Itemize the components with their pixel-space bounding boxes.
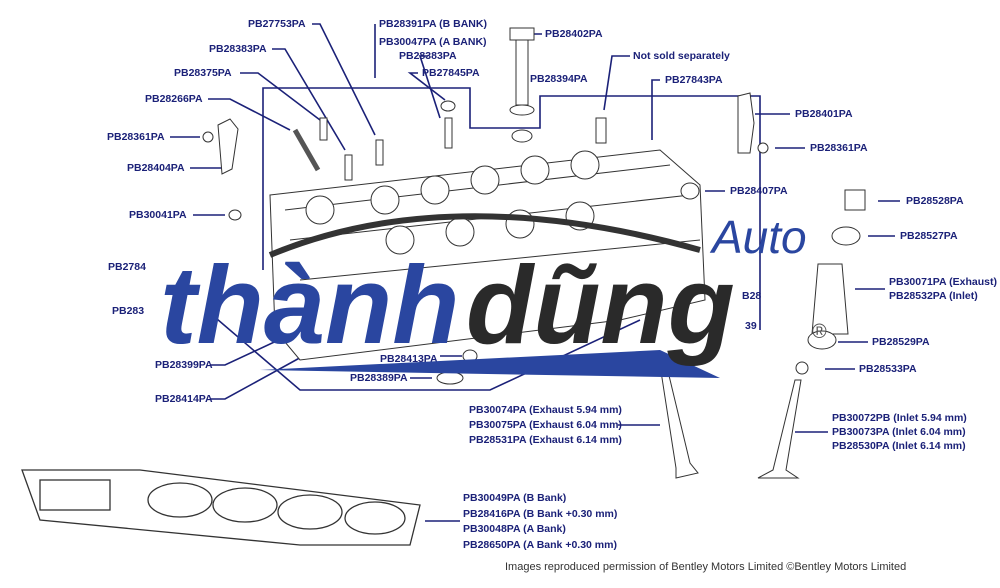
label-pb28399pa: PB28399PA	[155, 359, 213, 371]
label-pb28361pa: PB28361PA	[107, 131, 165, 143]
label-pb28532pa: PB28532PA (Inlet)	[889, 290, 978, 302]
label-gasket: PB28416PA (B Bank +0.30 mm)	[463, 508, 618, 520]
label-pb27753pa: PB27753PA	[248, 18, 306, 30]
label-pb283-partial: PB283	[112, 305, 145, 317]
label-not-sold-separately: Not sold separately	[633, 50, 730, 62]
label-inlet-valve: PB30072PB (Inlet 5.94 mm)	[832, 412, 967, 424]
label-pb2784-partial: PB2784	[108, 261, 146, 273]
label-pb28389pa: PB28389PA	[350, 372, 408, 384]
label-pb27845pa: PB27845PA	[422, 67, 480, 79]
label-pb28266pa: PB28266PA	[145, 93, 203, 105]
head-gasket	[21, 469, 421, 546]
label-pb28533pa: PB28533PA	[859, 363, 917, 375]
label-exhaust-valve: PB30074PA (Exhaust 5.94 mm)	[469, 404, 622, 416]
label-gasket: PB28650PA (A Bank +0.30 mm)	[463, 539, 617, 551]
label-gasket: PB30049PA (B Bank)	[463, 492, 567, 504]
label-pb30041pa: PB30041PA	[129, 209, 187, 221]
watermark-text-dung: dũng	[466, 244, 735, 367]
label-39-partial: 39	[745, 320, 757, 332]
label-pb28528pa: PB28528PA	[906, 195, 964, 207]
label-pb27843pa: PB27843PA	[665, 74, 723, 86]
label-gasket: PB30048PA (A Bank)	[463, 523, 566, 535]
label-pb28361pa: PB28361PA	[810, 142, 868, 154]
label-pb28391pa: PB28391PA (B BANK)	[379, 18, 487, 30]
copyright-footer: Images reproduced permission of Bentley …	[505, 561, 907, 573]
label-inlet-valve: PB30073PA (Inlet 6.04 mm)	[832, 426, 966, 438]
label-pb28383pa: PB28383PA	[399, 50, 457, 62]
label-pb28383pa: PB28383PA	[209, 43, 267, 55]
label-pb28402pa: PB28402PA	[545, 28, 603, 40]
label-pb28375pa: PB28375PA	[174, 67, 232, 79]
label-b28-partial: B28	[742, 290, 762, 302]
label-pb28407pa: PB28407PA	[730, 185, 788, 197]
label-pb28401pa: PB28401PA	[795, 108, 853, 120]
label-pb28414pa: PB28414PA	[155, 393, 213, 405]
label-pb28394pa: PB28394PA	[530, 73, 588, 85]
label-pb28529pa: PB28529PA	[872, 336, 930, 348]
label-exhaust-valve: PB30075PA (Exhaust 6.04 mm)	[469, 419, 622, 431]
label-inlet-valve: PB28530PA (Inlet 6.14 mm)	[832, 440, 966, 452]
label-pb30047pa: PB30047PA (A BANK)	[379, 36, 487, 48]
label-pb30071pa: PB30071PA (Exhaust)	[889, 276, 997, 288]
registered-mark: ®	[812, 321, 827, 343]
label-exhaust-valve: PB28531PA (Exhaust 6.14 mm)	[469, 434, 622, 446]
label-pb28404pa: PB28404PA	[127, 162, 185, 174]
watermark-text-thanh: thành	[160, 244, 460, 367]
watermark-text-auto: Auto	[712, 211, 807, 263]
label-pb28527pa: PB28527PA	[900, 230, 958, 242]
